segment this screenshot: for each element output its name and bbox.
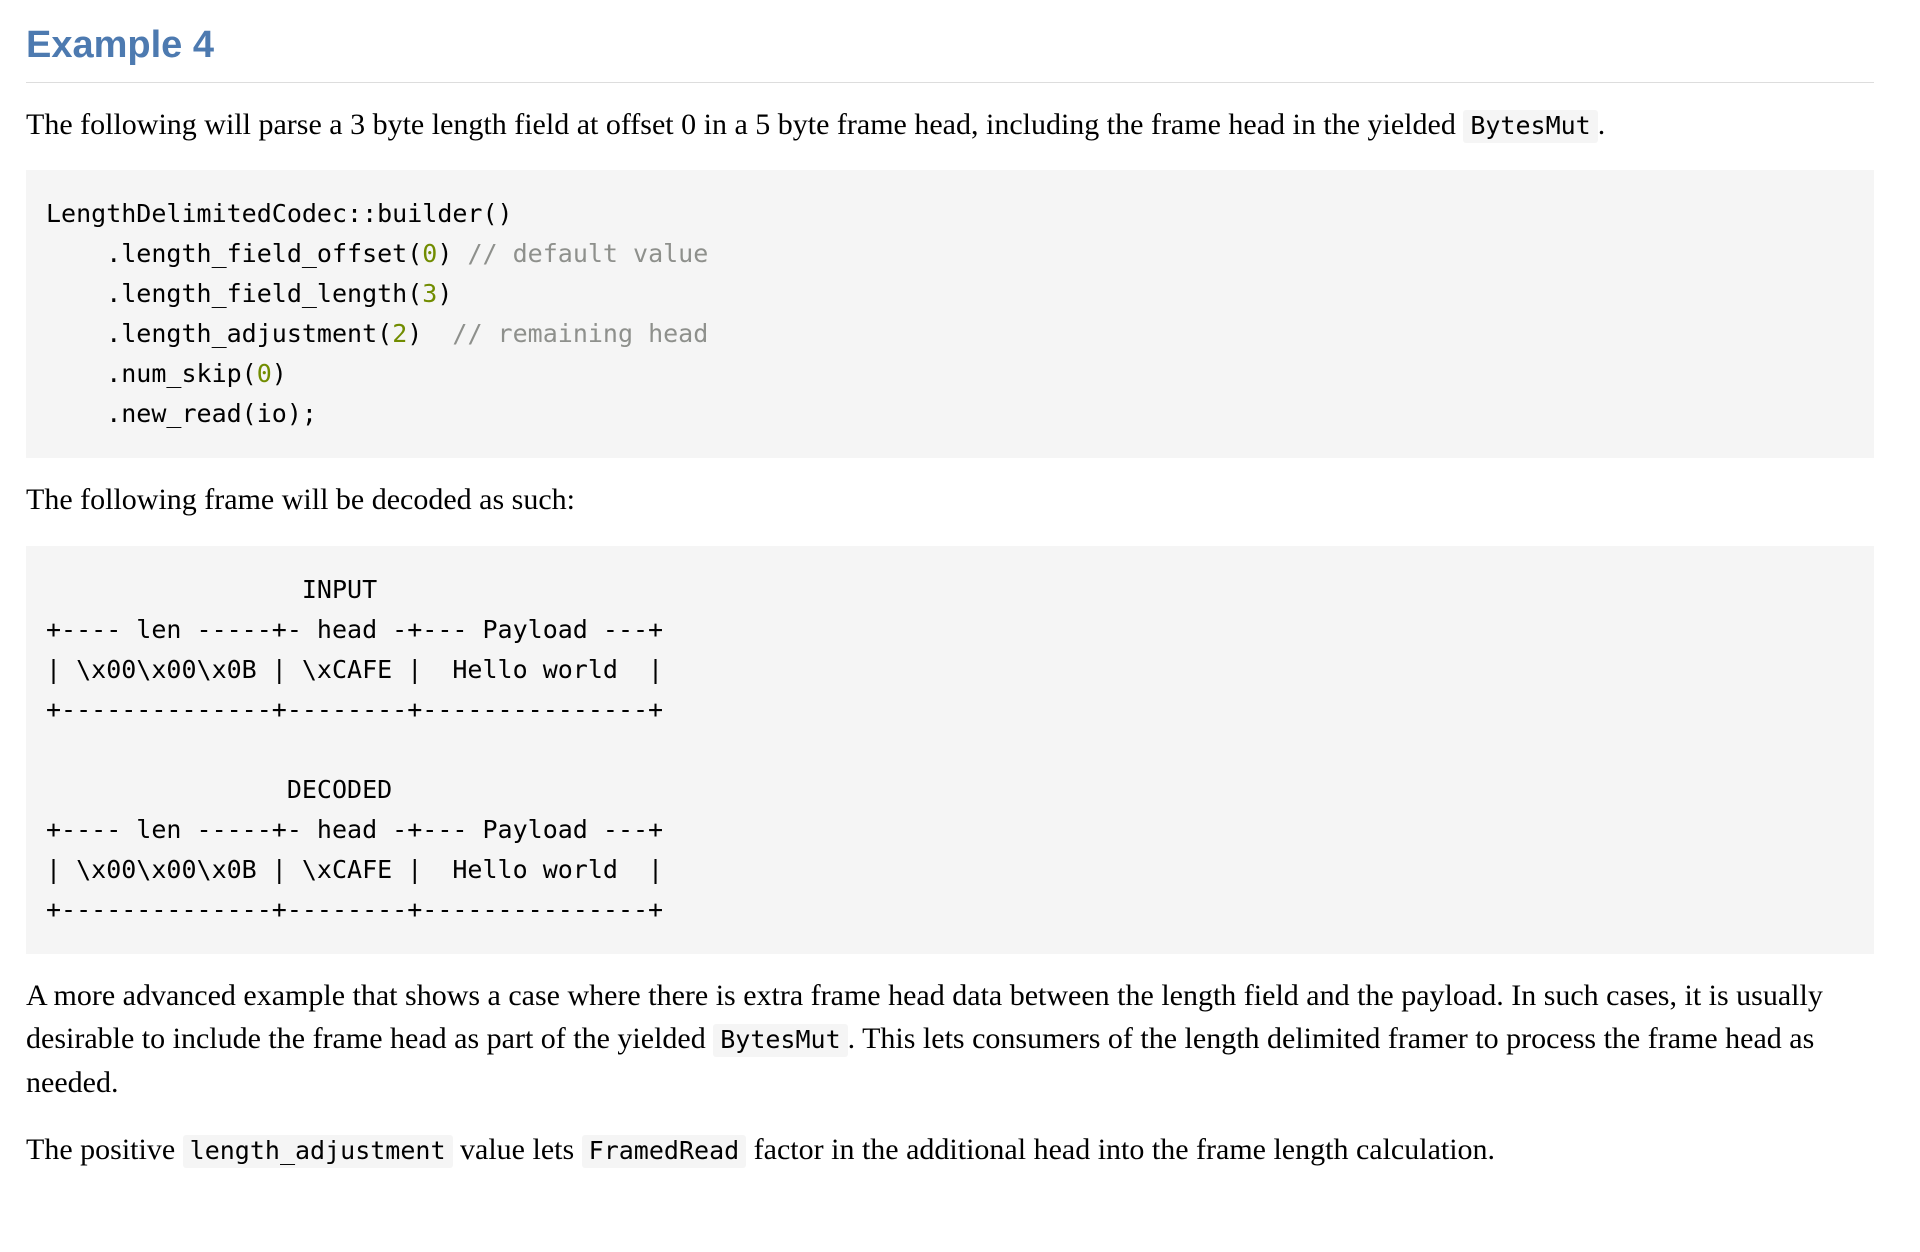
- inline-code: FramedRead: [581, 1135, 747, 1169]
- doc-content: Example 4 The following will parse a 3 b…: [26, 14, 1874, 1169]
- paragraph-intro: The following will parse a 3 byte length…: [26, 107, 1606, 143]
- inline-code: BytesMut: [713, 1024, 848, 1058]
- inline-code: length_adjustment: [182, 1135, 453, 1169]
- section-heading-example-4[interactable]: Example 4: [26, 14, 1874, 83]
- paragraph-decoded-intro: The following frame will be decoded as s…: [26, 483, 575, 517]
- inline-code: BytesMut: [1463, 109, 1598, 143]
- paragraph-adjustment: The positive length_adjustment value let…: [26, 1133, 1496, 1169]
- paragraph-advanced: A more advanced example that shows a cas…: [26, 978, 1823, 1099]
- rust-code: LengthDelimitedCodec::builder() .length_…: [46, 199, 709, 429]
- rust-code-block: LengthDelimitedCodec::builder() .length_…: [26, 170, 1874, 459]
- frame-diagram-block: INPUT +---- len -----+- head -+--- Paylo…: [26, 545, 1874, 954]
- frame-diagram-text: INPUT +---- len -----+- head -+--- Paylo…: [46, 574, 664, 924]
